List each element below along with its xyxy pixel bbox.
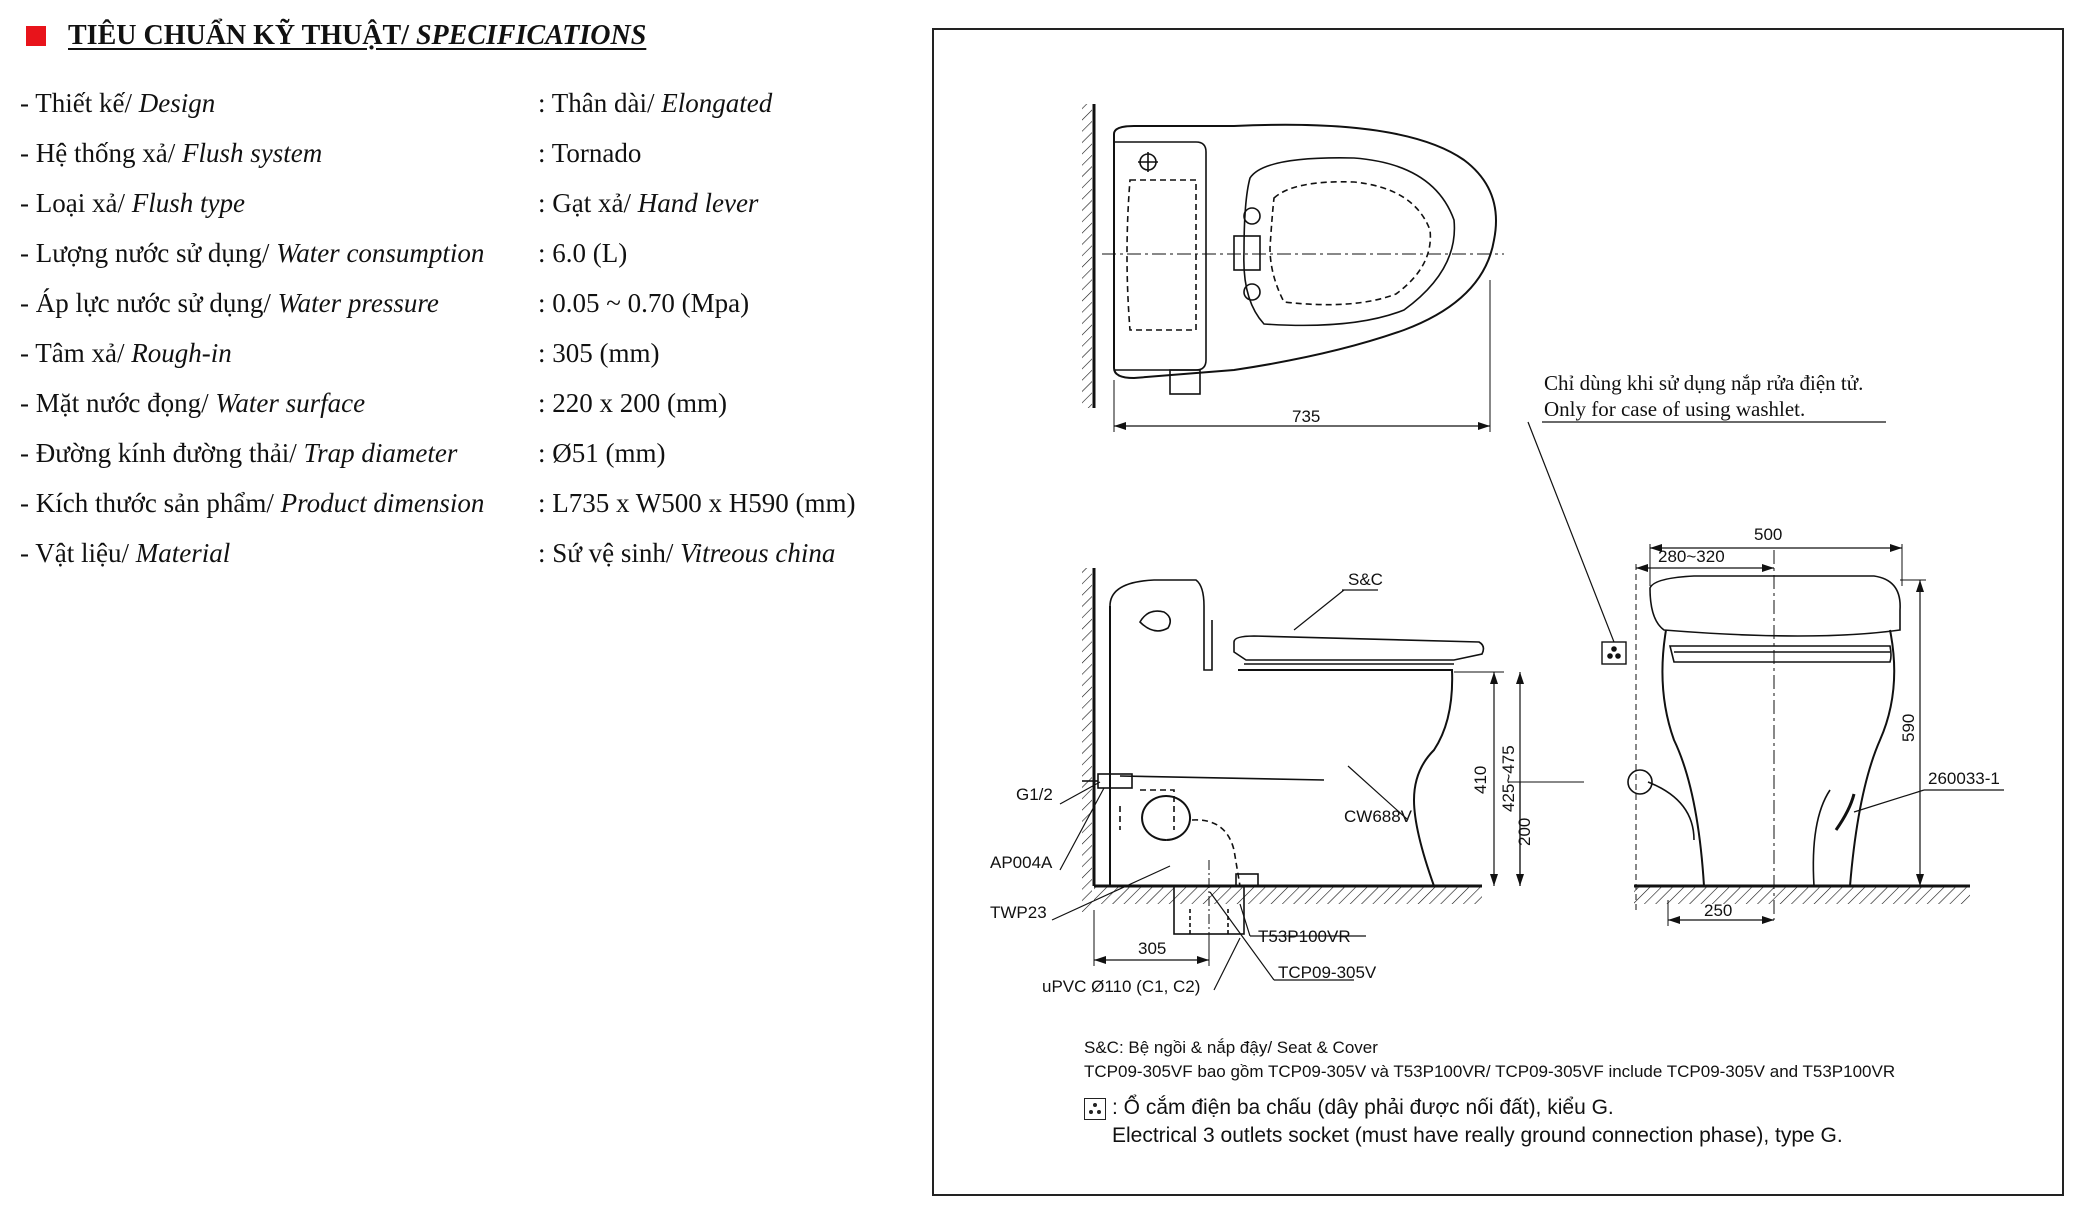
specifications-title: TIÊU CHUẨN KỸ THUẬT/ SPECIFICATIONS: [26, 14, 646, 58]
side-view: 305 410 425~475 200 S&C G1/2: [990, 568, 1584, 996]
dim-supply-height-200: 200: [1515, 818, 1534, 846]
spec-row-design: - Thiết kế/ Design : Thân dài/ Elongated: [20, 87, 773, 118]
spec-row-rough-in: - Tâm xả/ Rough-in : 305 (mm): [20, 337, 660, 368]
drawing-notes: S&C: Bệ ngồi & nắp đậy/ Seat & Cover TCP…: [1084, 1036, 1895, 1150]
socket-note-vi: : Ổ cắm điện ba chấu (dây phải được nối …: [1112, 1096, 1614, 1119]
spec-row-trap-diameter: - Đường kính đường thải/ Trap diameter :…: [20, 437, 666, 468]
dim-280-320: 280~320: [1658, 547, 1725, 566]
technical-drawing-frame: 735 Chỉ dùng khi sử dụng nắp rửa điện tử…: [932, 28, 2064, 1196]
label-ap004a: AP004A: [990, 853, 1053, 872]
dim-seat-height-410: 410: [1471, 766, 1490, 794]
spec-row-water-pressure: - Áp lực nước sử dụng/ Water pressure : …: [20, 287, 750, 318]
washlet-note-en: Only for case of using washlet.: [1544, 397, 1805, 421]
socket-note: : Ổ cắm điện ba chấu (dây phải được nối …: [1084, 1094, 1895, 1150]
dim-width-500: 500: [1754, 525, 1782, 544]
label-upvc-110: uPVC Ø110 (C1, C2): [1042, 977, 1200, 996]
label-twp23: TWP23: [990, 903, 1047, 922]
socket-icon: [1084, 1098, 1106, 1120]
label-tcp09-305v: TCP09-305V: [1278, 963, 1377, 982]
technical-drawing: 735 Chỉ dùng khi sử dụng nắp rửa điện tử…: [990, 104, 2004, 996]
dim-250: 250: [1704, 901, 1732, 920]
washlet-note: Chỉ dùng khi sử dụng nắp rửa điện tử. On…: [1527, 371, 1886, 665]
spec-row-flush-type: - Loại xả/ Flush type : Gạt xả/ Hand lev…: [20, 187, 759, 218]
socket-note-en: Electrical 3 outlets socket (must have r…: [1112, 1124, 1843, 1147]
spec-row-flush-system: - Hệ thống xả/ Flush system : Tornado: [20, 137, 642, 168]
title-vi: TIÊU CHUẨN KỸ THUẬT/: [68, 20, 416, 51]
label-t53p100vr: T53P100VR: [1258, 927, 1351, 946]
note-seat-cover: S&C: Bệ ngồi & nắp đậy/ Seat & Cover: [1084, 1038, 1378, 1057]
red-square-bullet-icon: [26, 26, 46, 46]
dim-length-735: 735: [1292, 407, 1320, 426]
dim-425-475: 425~475: [1499, 745, 1518, 812]
spec-list: - Thiết kế/ Design : Thân dài/ Elongated…: [20, 78, 900, 578]
label-260033-1: 260033-1: [1928, 769, 2000, 788]
note-tcp09-305vf: TCP09-305VF bao gồm TCP09-305V và T53P10…: [1084, 1062, 1896, 1081]
spec-row-product-dimension: - Kích thước sản phẩm/ Product dimension…: [20, 487, 856, 518]
label-g12: G1/2: [1016, 785, 1053, 804]
spec-row-material: - Vật liệu/ Material : Sứ vệ sinh/ Vitre…: [20, 537, 836, 568]
front-view: 500 280~320 590 250 260033-1: [1627, 525, 2004, 926]
label-cw688v: CW688V: [1344, 807, 1413, 826]
top-view: 735: [1082, 104, 1504, 432]
washlet-note-vi: Chỉ dùng khi sử dụng nắp rửa điện tử.: [1544, 371, 1863, 395]
dim-height-590: 590: [1899, 714, 1918, 742]
label-sc: S&C: [1348, 570, 1383, 589]
spec-row-water-surface: - Mặt nước đọng/ Water surface : 220 x 2…: [20, 387, 727, 418]
title-en: SPECIFICATIONS: [415, 20, 647, 51]
dim-rough-in-305: 305: [1138, 939, 1166, 958]
spec-row-water-consumption: - Lượng nước sử dụng/ Water consumption …: [20, 237, 628, 268]
